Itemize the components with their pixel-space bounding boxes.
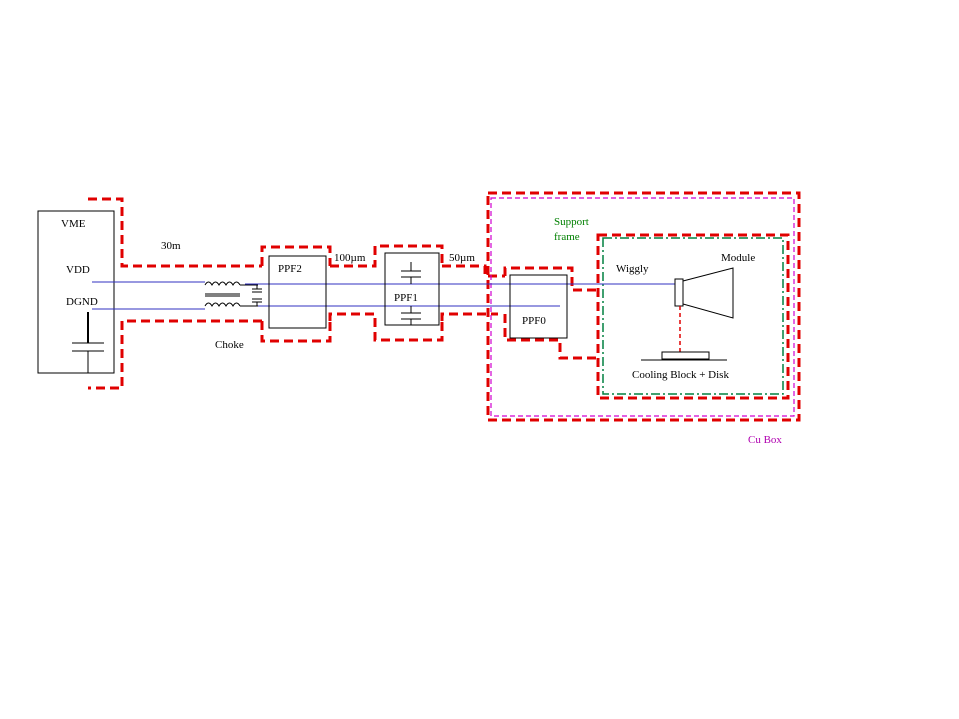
vme-box — [37, 210, 115, 374]
cooling-label: Cooling Block + Disk — [632, 369, 729, 381]
wiggly-label: Wiggly — [616, 263, 649, 275]
shield-outline — [88, 191, 801, 422]
ppf1-label: PPF1 — [394, 292, 418, 304]
gap-100-label: 100µm — [334, 252, 366, 264]
vme-capacitor-icon — [72, 312, 104, 373]
cu-box-outline — [490, 197, 795, 417]
ppf2-label: PPF2 — [278, 263, 302, 275]
gap-50-label: 50µm — [449, 252, 475, 264]
ppf1-box — [384, 252, 440, 326]
signal-lines — [92, 281, 675, 310]
ppf0-label: PPF0 — [522, 315, 546, 327]
cooling-block-icon — [641, 351, 727, 361]
dgnd-label: DGND — [66, 296, 98, 308]
module-icon — [674, 267, 734, 319]
support-frame-outline — [602, 237, 784, 395]
choke-label: Choke — [215, 339, 244, 351]
ppf0-box — [509, 274, 568, 339]
support-frame-label-line2: frame — [554, 231, 580, 243]
choke-icon — [204, 281, 262, 307]
ppf2-box — [268, 255, 327, 329]
module-label: Module — [721, 252, 755, 264]
cable-length-label: 30m — [161, 240, 181, 252]
support-frame-label-line1: Support — [554, 216, 589, 228]
vdd-label: VDD — [66, 264, 90, 276]
ppf1-capacitor-icon — [401, 262, 421, 325]
vme-label: VME — [61, 218, 86, 230]
cu-box-label: Cu Box — [748, 434, 782, 446]
